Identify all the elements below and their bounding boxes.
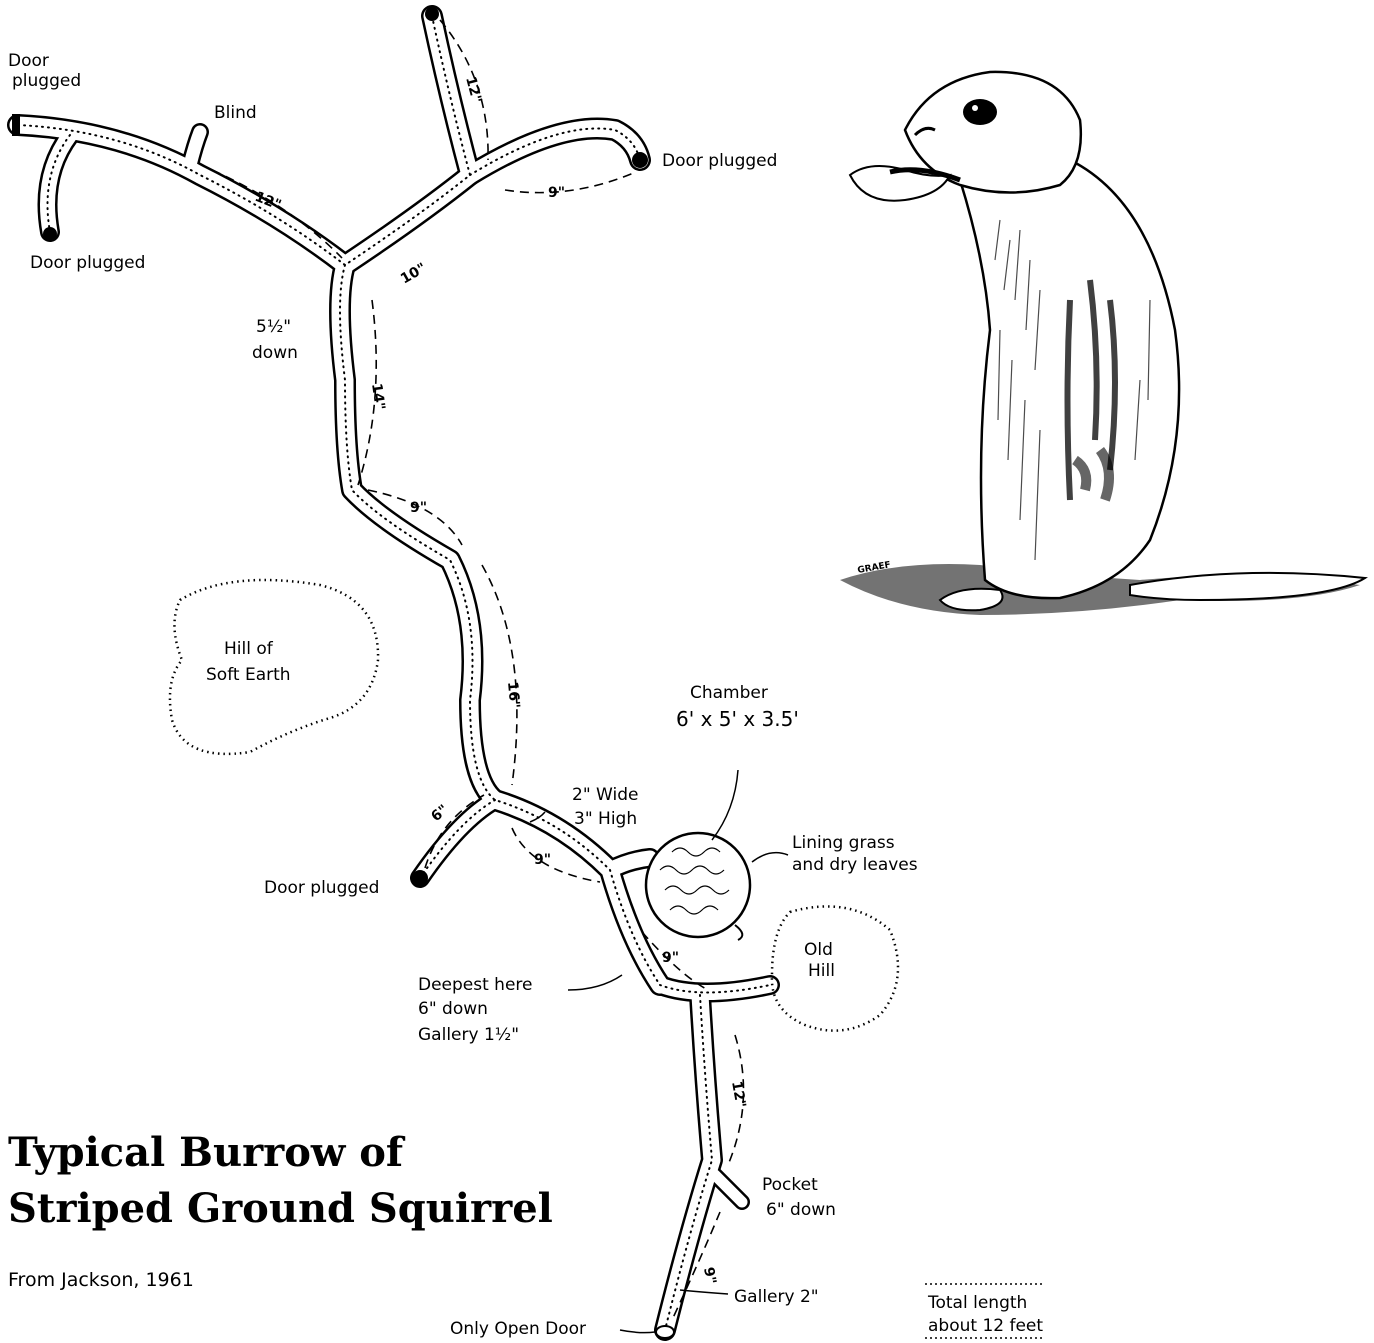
measure-bottom: 9": [700, 1266, 719, 1286]
label-door-plugged-left: Door plugged: [30, 253, 145, 273]
label-blind: Blind: [214, 103, 257, 123]
label-depth-top-2: down: [252, 343, 298, 363]
label-only-open-door: Only Open Door: [450, 1319, 586, 1339]
measure-mid-shaft-a: 9": [410, 500, 427, 516]
label-door-plugged-topleft-2: plugged: [12, 71, 81, 91]
open-door: [656, 1326, 674, 1338]
chamber: [646, 833, 750, 940]
label-hill-soft-1: Hill of: [224, 639, 274, 659]
measure-to-chamber: 9": [534, 852, 551, 868]
label-old-hill-1: Old: [804, 940, 833, 960]
label-deepest-3: Gallery 1½": [418, 1025, 519, 1045]
label-chamber-2: 6' x 5' x 3.5': [676, 707, 799, 731]
measure-top-branch: 12": [462, 75, 484, 105]
measure-upper-shaft: 14": [368, 382, 388, 411]
label-depth-top-1: 5½": [256, 317, 291, 337]
label-door-plugged-topleft-1: Door: [8, 51, 49, 71]
measure-mid-shaft-b: 16": [504, 681, 522, 709]
label-chamber-1: Chamber: [690, 683, 768, 703]
label-size-2: 3" High: [574, 809, 637, 829]
measure-right-branch: 9": [548, 185, 565, 201]
total-length-line-1: Total length: [927, 1293, 1027, 1313]
measure-lower-left: 6": [428, 802, 451, 825]
measure-below-chamber: 9": [662, 950, 679, 966]
ground-squirrel-illustration: GRAEF: [840, 72, 1365, 615]
door-plug-top: [425, 7, 439, 21]
label-deepest-1: Deepest here: [418, 975, 533, 995]
label-lining-2: and dry leaves: [792, 855, 918, 875]
label-pocket-2: 6" down: [766, 1200, 836, 1220]
measure-junction: 10": [398, 260, 429, 287]
title-line-2: Striped Ground Squirrel: [8, 1185, 553, 1232]
door-plug-left: [43, 227, 57, 241]
door-plug-topleft: [12, 114, 20, 136]
title-line-1: Typical Burrow of: [8, 1129, 406, 1176]
door-plug-right: [632, 152, 648, 168]
door-plug-lower: [412, 870, 428, 886]
label-old-hill-2: Hill: [808, 961, 835, 981]
label-gallery-2: Gallery 2": [734, 1287, 819, 1307]
credit: From Jackson, 1961: [8, 1269, 194, 1291]
measure-lower-shaft: 12": [728, 1080, 748, 1109]
total-length-line-2: about 12 feet: [928, 1316, 1043, 1336]
label-lining-1: Lining grass: [792, 833, 895, 853]
label-deepest-2: 6" down: [418, 999, 488, 1019]
label-size-1: 2" Wide: [572, 785, 638, 805]
label-hill-soft-2: Soft Earth: [206, 665, 291, 685]
label-door-plugged-lower: Door plugged: [264, 878, 379, 898]
label-door-plugged-right: Door plugged: [662, 151, 777, 171]
label-pocket-1: Pocket: [762, 1175, 818, 1195]
